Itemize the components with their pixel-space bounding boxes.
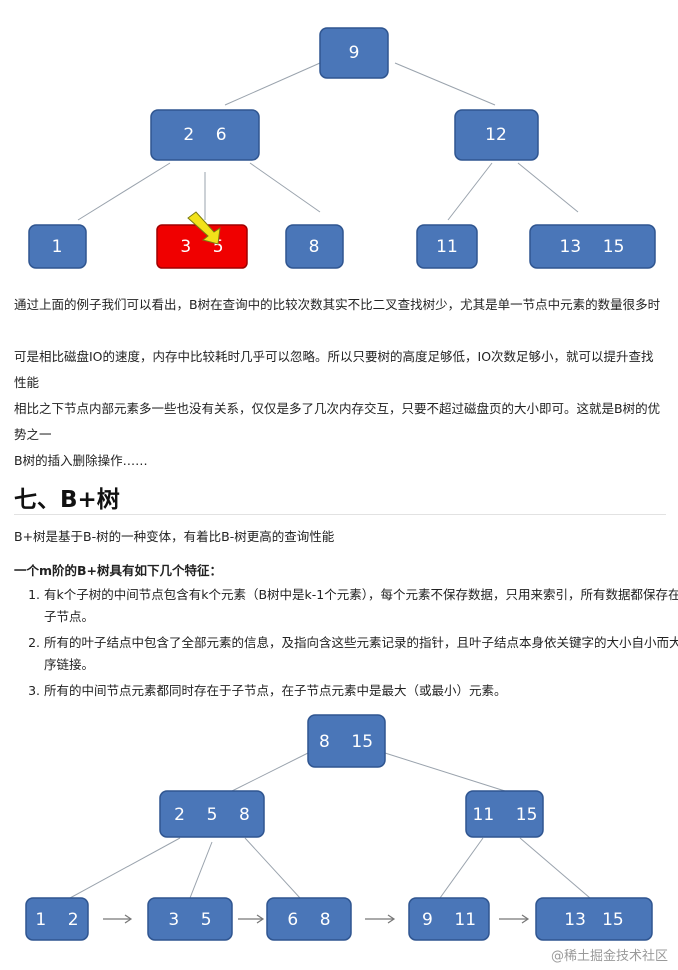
node-label: 1 2 — [35, 910, 78, 930]
edge — [447, 162, 493, 221]
btree-node-13-15: 13 15 — [529, 224, 656, 269]
node-label: 11 — [436, 237, 458, 257]
watermark: @稀土掘金技术社区 — [550, 949, 668, 964]
feature-list: 有k个子树的中间节点包含有k个元素（B树中是k-1个元素），每个元素不保存数据，… — [14, 584, 678, 706]
bplus-node-root: 8 15 — [307, 714, 386, 768]
node-label: 3 5 — [168, 910, 211, 930]
bplus-leaf-13-15: 13 15 — [535, 897, 653, 941]
edge — [519, 837, 591, 899]
leaf-link-arrow — [103, 914, 133, 924]
bplus-leaf-1-2: 1 2 — [25, 897, 89, 941]
node-label: 9 11 — [422, 910, 476, 930]
node-label: 12 — [485, 125, 507, 145]
pointer-arrow-icon — [187, 211, 221, 245]
btree-node-2-6: 2 6 — [150, 109, 260, 161]
list-item: 所有的中间节点元素都同时存在于子节点，在子节点元素中是最大（或最小）元素。 — [44, 680, 678, 702]
bplus-leaf-3-5: 3 5 — [147, 897, 233, 941]
edge — [231, 752, 309, 792]
node-label: 6 8 — [287, 910, 330, 930]
edge — [77, 162, 171, 221]
bplus-node-2-5-8: 2 5 8 — [159, 790, 265, 838]
btree-diagram: 9 2 6 12 1 3 5 8 11 13 15 — [28, 27, 656, 269]
leaf-link-arrow — [238, 914, 265, 924]
node-label: 2 6 — [183, 125, 226, 145]
bplus-leaf-6-8: 6 8 — [266, 897, 352, 941]
btree-node-root: 9 — [319, 27, 389, 79]
edge — [189, 841, 213, 899]
btree-node-12: 12 — [454, 109, 539, 161]
paragraph: B+树是基于B-树的一种变体，有着比B-树更高的查询性能 — [14, 529, 335, 544]
btree-node-1: 1 — [28, 224, 87, 269]
edge — [439, 837, 484, 899]
node-label: 1 — [52, 237, 63, 257]
edge — [384, 752, 506, 792]
btree-node-8: 8 — [285, 224, 344, 269]
node-label: 13 15 — [560, 237, 625, 257]
paragraph: 可是相比磁盘IO的速度，内存中比较耗时几乎可以忽略。所以只要树的高度足够低，IO… — [14, 349, 654, 390]
node-label: 8 15 — [319, 732, 373, 752]
paragraph: B树的插入删除操作…… — [14, 453, 148, 468]
node-label: 9 — [349, 43, 360, 63]
bplus-leaf-9-11: 9 11 — [408, 897, 490, 941]
node-label: 11 15 — [473, 805, 538, 825]
edge — [224, 62, 321, 106]
paragraph-bold: 一个m阶的B+树具有如下几个特征： — [14, 563, 223, 578]
list-item: 所有的叶子结点中包含了全部元素的信息，及指向含这些元素记录的指针，且叶子结点本身… — [44, 632, 678, 676]
edge — [517, 162, 579, 213]
edge — [249, 162, 321, 213]
paragraph: 通过上面的例子我们可以看出，B树在查询中的比较次数其实不比二叉查找树少，尤其是单… — [14, 297, 661, 312]
edge — [394, 62, 496, 106]
edge — [244, 837, 301, 899]
leaf-link-arrow — [365, 914, 396, 924]
node-label: 2 5 8 — [174, 805, 250, 825]
node-label: 13 15 — [564, 910, 623, 930]
bplus-node-11-15: 11 15 — [465, 790, 544, 838]
paragraph: 相比之下节点内部元素多一些也没有关系，仅仅是多了几次内存交互，只要不超过磁盘页的… — [14, 401, 661, 442]
btree-node-11: 11 — [416, 224, 478, 269]
section-heading: 七、B+树 — [14, 487, 120, 513]
btree-node-3-5-highlighted: 3 5 — [156, 224, 248, 269]
node-label: 8 — [309, 237, 320, 257]
bplustree-diagram: 8 15 2 5 8 11 15 1 2 3 5 6 8 9 11 13 15 — [25, 714, 653, 941]
divider — [14, 514, 666, 515]
edge — [69, 837, 181, 899]
leaf-link-arrow — [499, 914, 530, 924]
list-item: 有k个子树的中间节点包含有k个元素（B树中是k-1个元素），每个元素不保存数据，… — [44, 584, 678, 628]
